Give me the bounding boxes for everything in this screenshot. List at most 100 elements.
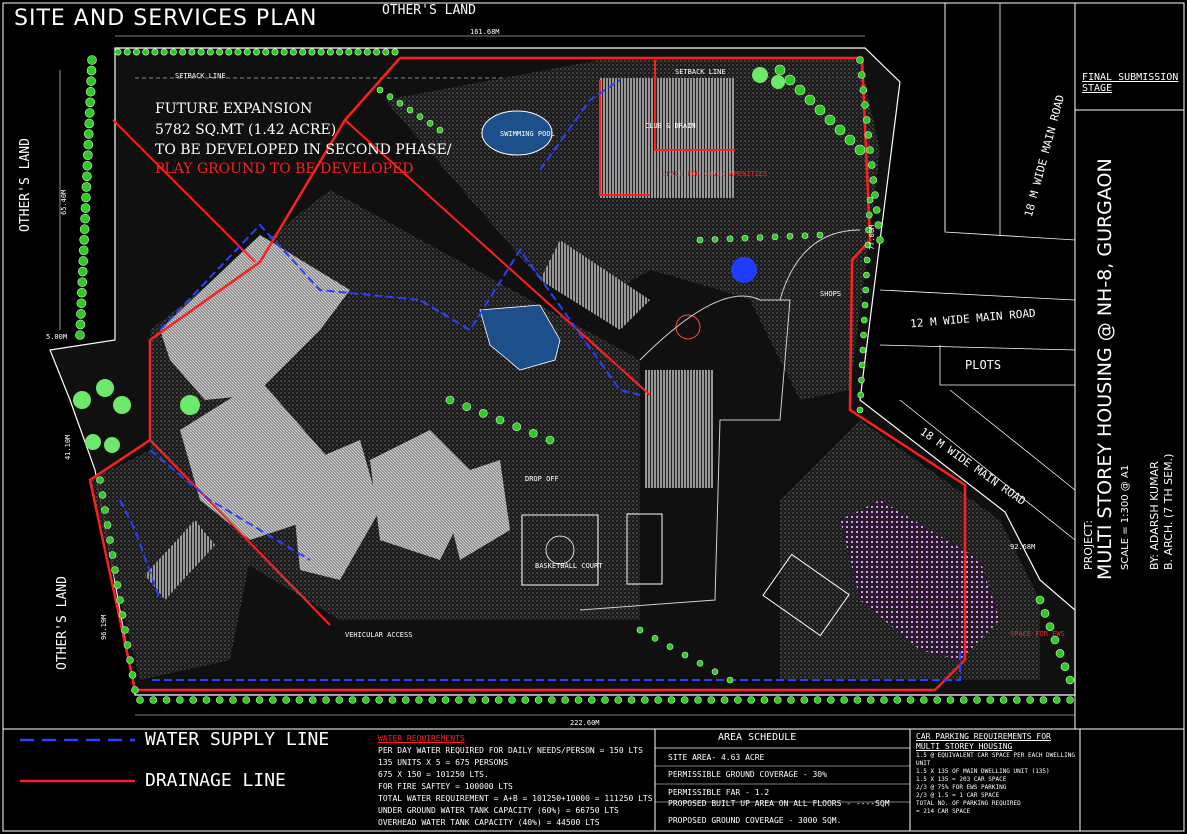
tree-symbol	[893, 696, 902, 704]
tree-symbol	[83, 129, 94, 139]
vehicular-access-label: VEHICULAR ACCESS	[345, 631, 413, 639]
drop-off-label: DROP OFF	[525, 475, 559, 483]
tree-symbol	[78, 245, 89, 256]
tree-symbol	[548, 696, 556, 704]
tree-symbol	[85, 86, 96, 97]
tree-symbol	[176, 696, 184, 704]
tree-symbol	[880, 696, 888, 704]
tree-symbol	[376, 86, 384, 94]
tree-symbol	[81, 192, 91, 203]
tree-symbol	[136, 696, 144, 704]
tree-symbol	[362, 696, 370, 704]
tree-symbol	[269, 696, 277, 704]
tree-symbol	[85, 97, 95, 108]
tree-symbol	[834, 124, 846, 136]
tree-symbol	[587, 696, 596, 704]
tree-symbol	[77, 277, 88, 287]
tree-symbol	[651, 635, 659, 642]
tree-symbol	[874, 221, 883, 229]
tree-symbol	[114, 48, 122, 56]
tree-symbol	[280, 48, 288, 56]
tree-symbol	[202, 696, 211, 704]
tree-symbol	[814, 104, 826, 116]
tree-symbol	[108, 551, 117, 559]
tree-symbol	[101, 506, 109, 514]
tree-symbol	[726, 235, 734, 243]
tree-symbol	[760, 696, 769, 704]
tree-symbol	[111, 566, 119, 574]
tree-symbol	[800, 696, 809, 704]
ews-space-label: SPACE FOR EWS	[1010, 630, 1065, 638]
tree-symbol	[98, 491, 107, 499]
tree-symbol	[876, 236, 884, 244]
water-requirements-block: WATER REQUIREMENTS PER DAY WATER REQUIRE…	[378, 733, 653, 829]
tree-symbol	[871, 191, 879, 199]
others-land-left-label: OTHER'S LAND	[18, 138, 33, 232]
tree-symbol	[561, 696, 569, 704]
tree-symbol	[253, 48, 261, 56]
tree-symbol	[426, 120, 434, 127]
tree-symbol	[794, 84, 806, 96]
tree-symbol	[521, 696, 530, 704]
tree-symbol	[86, 76, 96, 86]
tree-symbol	[396, 100, 404, 107]
author-label: BY: ADARSH KUMAR	[1148, 461, 1161, 570]
tree-symbol	[654, 696, 662, 704]
tree-symbol	[160, 48, 168, 56]
tree-symbol	[859, 86, 868, 94]
water-req-line: TOTAL WATER REQUIREMENT = A+B = 101250+1…	[378, 794, 653, 803]
tree-symbol	[545, 435, 555, 445]
tree-symbol	[77, 266, 88, 277]
services-area-label: SPACE FOR CIVIC AMENITIES	[662, 170, 768, 178]
tree-symbol	[415, 696, 423, 704]
dim-left-mid: 41.10M	[64, 434, 72, 460]
tree-symbol	[773, 696, 782, 704]
tree-symbol	[79, 235, 89, 245]
tree-symbol	[906, 696, 915, 704]
tree-symbol	[225, 48, 233, 56]
tree-symbol	[859, 346, 867, 354]
tree-symbol	[106, 536, 114, 544]
car-parking-line: 1.5 X 135 = 203 CAR SPACE	[916, 776, 1007, 783]
tree-symbol	[840, 696, 848, 704]
tree-symbol	[363, 48, 371, 56]
tree-symbol	[132, 48, 140, 56]
tree-symbol	[348, 696, 357, 704]
tree-symbol	[308, 696, 317, 704]
tree-symbol	[188, 48, 196, 56]
swimming-pool-label: SWIMMING POOL	[500, 130, 555, 138]
tree-symbol	[636, 626, 644, 634]
tree-symbol	[801, 232, 809, 239]
tree-symbol	[720, 696, 729, 704]
car-parking-line: TOTAL NO. OF PARKING REQUIRED	[916, 800, 1021, 807]
tree-symbol	[864, 241, 872, 249]
drawing-title: SITE AND SERVICES PLAN	[14, 6, 318, 31]
setback-label-top2: SETBACK LINE	[675, 68, 726, 76]
tree-symbol	[189, 696, 197, 704]
tree-symbol	[858, 361, 866, 369]
tree-symbol	[428, 696, 437, 704]
area-schedule-line: PROPOSED GROUND COVERAGE - 3000 SQM.	[668, 816, 842, 825]
tree-symbol	[508, 696, 516, 704]
tree-symbol	[860, 331, 867, 339]
tree-symbol	[816, 231, 824, 239]
tree-symbol	[445, 395, 455, 405]
tree-symbol	[1066, 696, 1074, 704]
dim-left-lower: 96.19M	[100, 614, 108, 640]
tree-symbol	[299, 48, 307, 56]
tree-symbol	[853, 696, 862, 704]
tree-symbol	[726, 676, 734, 684]
tree-symbol	[1065, 675, 1075, 685]
tree-symbol	[128, 671, 137, 679]
tree-symbol	[271, 48, 279, 56]
tree-symbol	[84, 108, 95, 118]
tree-symbol	[216, 48, 224, 56]
tree-symbol	[494, 696, 503, 704]
tree-symbol	[774, 64, 786, 76]
tree-symbol	[804, 94, 816, 106]
future-expansion-line3: TO BE DEVELOPED IN SECOND PHASE/	[155, 142, 452, 158]
tree-symbol	[866, 696, 875, 704]
tree-symbol	[83, 150, 93, 160]
tree-symbol	[386, 93, 394, 100]
tree-symbol	[335, 696, 344, 704]
